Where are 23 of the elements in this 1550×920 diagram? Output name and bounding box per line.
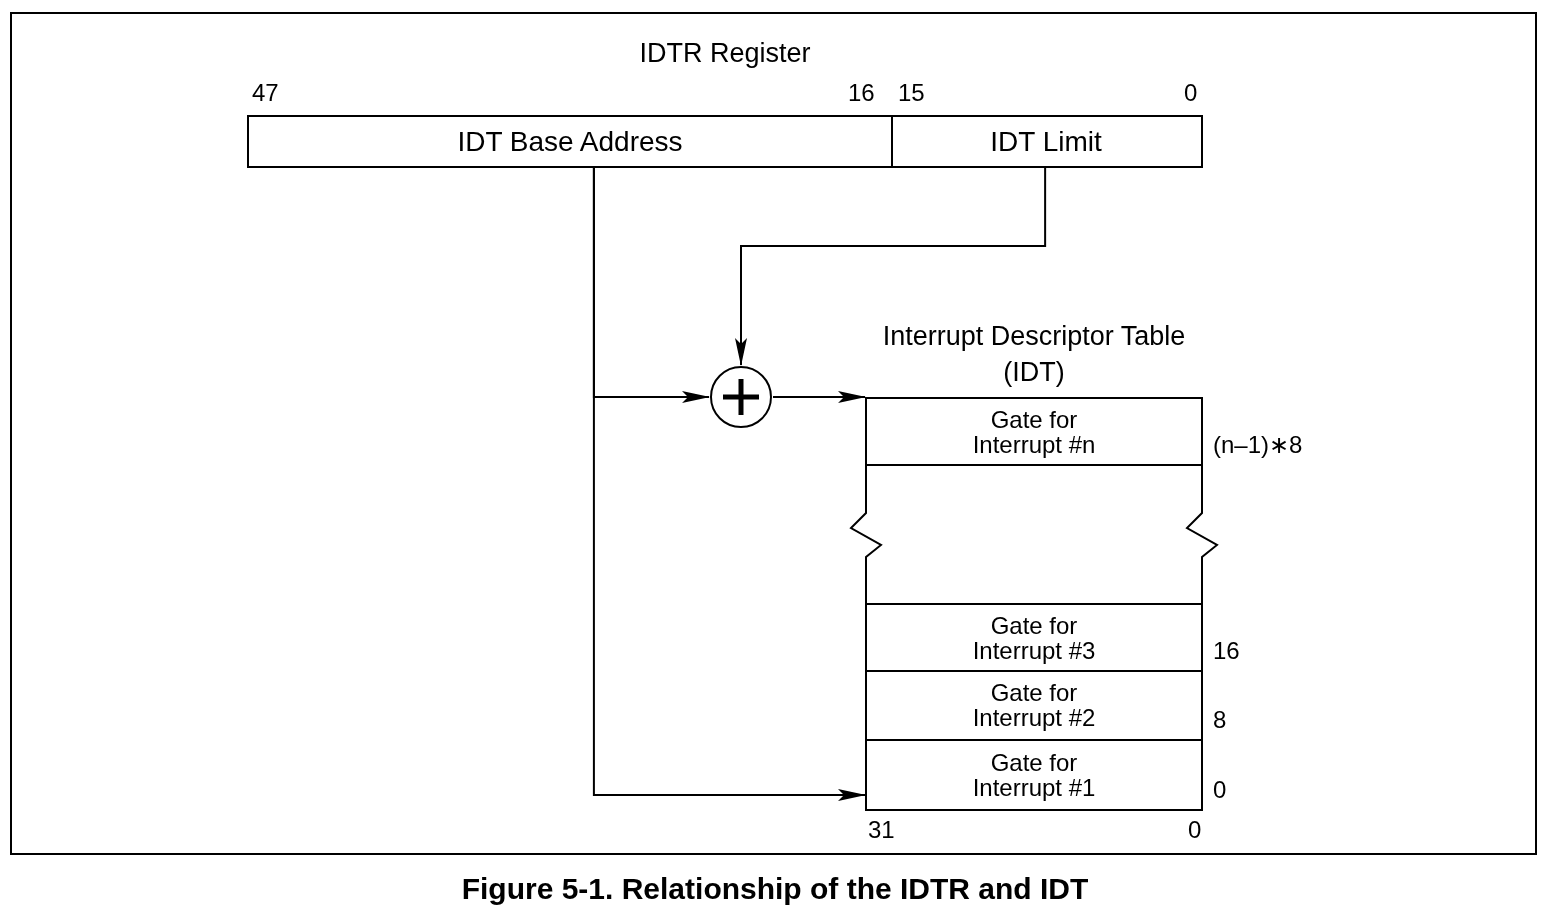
arrow — [735, 167, 1047, 366]
table-title: Interrupt Descriptor Table (IDT) — [881, 320, 1187, 389]
offset-label: (n–1)∗8 — [1213, 432, 1303, 457]
register-field: IDT Base Address — [247, 115, 893, 168]
arrow — [592, 167, 866, 802]
gate-entry: Gate for Interrupt #3 — [865, 603, 1203, 672]
offset-label: 16 — [1213, 638, 1240, 663]
figure-caption: Figure 5-1. Relationship of the IDTR and IDT — [461, 872, 1089, 907]
gate-entry: Gate for Interrupt #2 — [865, 670, 1203, 741]
gate-entry: Gate for Interrupt #n — [865, 397, 1203, 466]
bit-number: 16 — [848, 80, 875, 105]
adder-symbol — [709, 365, 773, 429]
gate-entry: Gate for Interrupt #1 — [865, 740, 1203, 811]
offset-label: 0 — [1213, 777, 1227, 802]
offset-label: 8 — [1213, 707, 1227, 732]
bit-number: 0 — [1188, 817, 1202, 842]
bit-number: 47 — [252, 80, 279, 105]
bit-number: 0 — [1184, 80, 1198, 105]
register-title: IDTR Register — [638, 37, 812, 70]
arrow — [772, 391, 866, 403]
bit-number: 31 — [868, 817, 895, 842]
bit-number: 15 — [898, 80, 925, 105]
register-field: IDT Limit — [891, 115, 1203, 168]
